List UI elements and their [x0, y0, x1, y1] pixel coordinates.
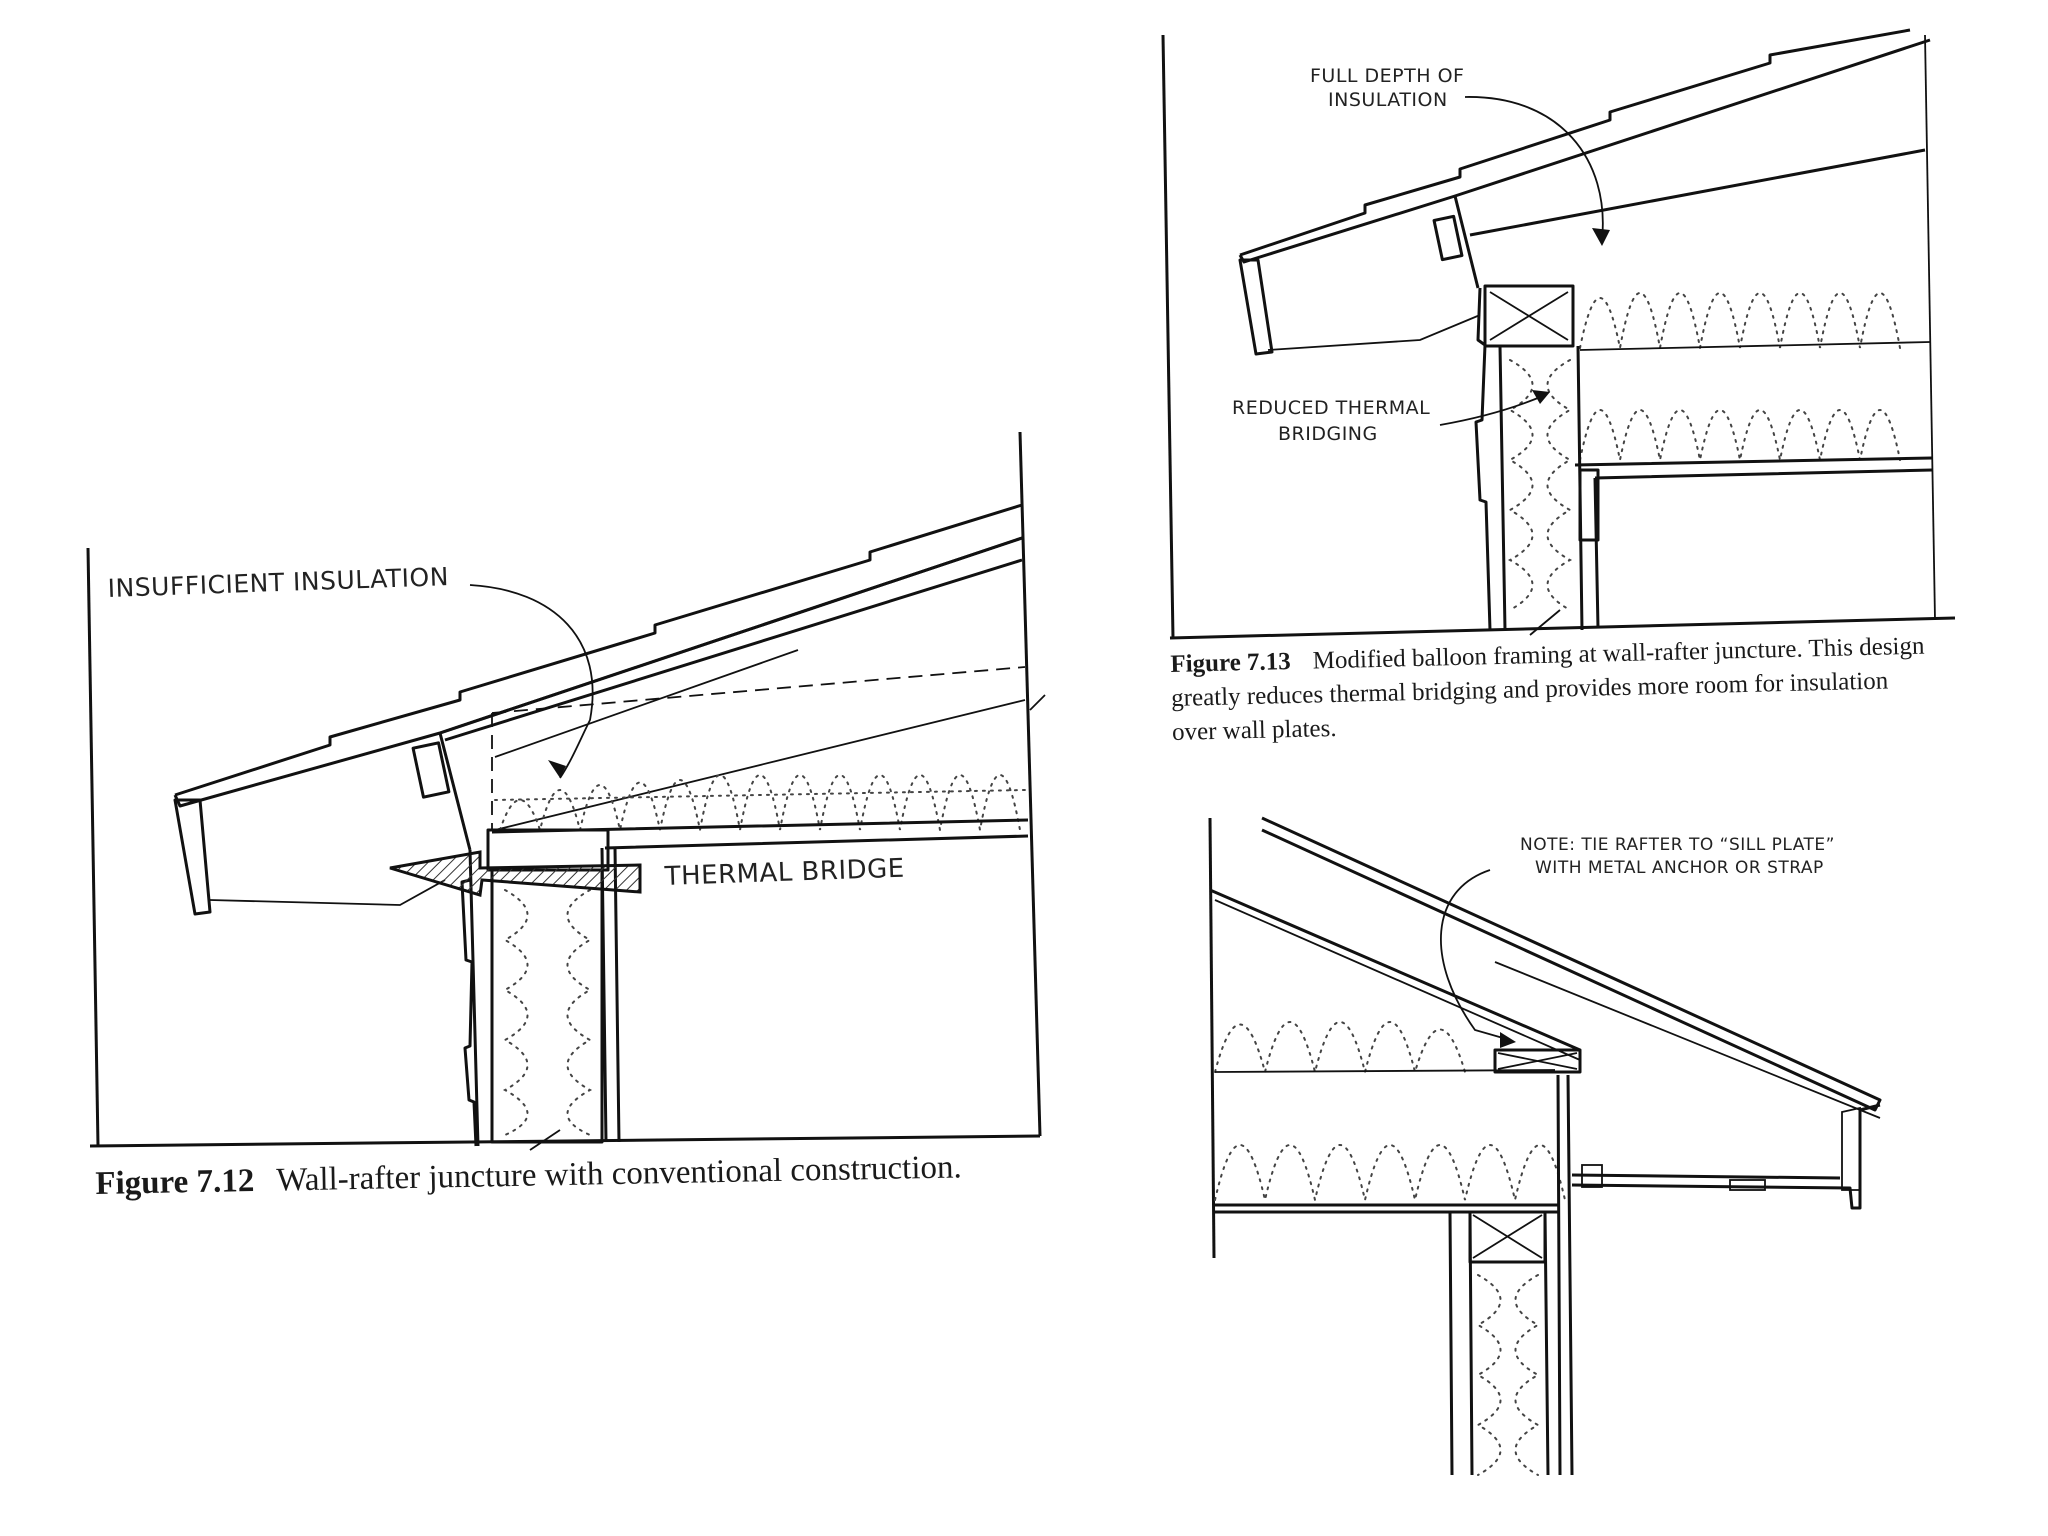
plate-713 — [1483, 284, 1575, 348]
soffit-line — [209, 879, 446, 906]
soffit-vent-detail — [1729, 1179, 1766, 1191]
fascia-board — [173, 798, 212, 916]
insulation-batt-detail — [1214, 1021, 1566, 1201]
full-depth-arrowhead — [1592, 228, 1610, 246]
interior-wall-finish — [600, 847, 621, 1143]
plate-x-713 — [1489, 291, 1569, 341]
reduced-bridging-leader — [1439, 394, 1546, 426]
full-depth-leader — [1464, 96, 1604, 241]
insulation-batt-wall-detail — [1475, 1274, 1541, 1476]
exterior-sheathing-713 — [1474, 287, 1492, 631]
baffle-line — [494, 649, 799, 758]
ceiling-713 — [1574, 456, 1933, 480]
top-plate-x-detail — [1472, 1214, 1543, 1259]
label-thermal-bridge: THERMAL BRIDGE — [663, 854, 905, 892]
left-border-line-detail — [1208, 817, 1216, 1259]
break-mark-right — [1029, 694, 1046, 711]
insulation-batt-wall — [502, 889, 593, 1136]
label-full-depth-line2: INSULATION — [1328, 89, 1448, 111]
insulation-batt-roof-713 — [1579, 292, 1931, 461]
left-border-line — [86, 547, 100, 1147]
break-mark — [529, 1129, 561, 1151]
label-insufficient-insulation: INSUFFICIENT INSULATION — [107, 562, 449, 603]
exterior-sheathing — [460, 849, 480, 1147]
ledger-713 — [1578, 468, 1600, 542]
vent-detail — [1581, 1164, 1603, 1188]
sill-plate-x — [1497, 1052, 1578, 1070]
label-full-depth-line1: FULL DEPTH OF — [1310, 65, 1464, 87]
label-reduced-line1: REDUCED THERMAL — [1232, 397, 1430, 419]
label-note-line2: WITH METAL ANCHOR OR STRAP — [1535, 858, 1824, 878]
thermal-bridge-arrow — [389, 850, 642, 897]
fascia-detail — [1841, 1106, 1861, 1191]
wall-cavity — [490, 868, 604, 1144]
sill-plate — [1493, 1048, 1582, 1074]
right-border-line-713 — [1924, 34, 1936, 621]
insulation-dashed-outline — [491, 666, 1026, 830]
insulation-top-line — [494, 699, 1026, 831]
insufficient-insulation-leader — [469, 584, 594, 779]
diagram-figure-7-13: FULL DEPTH OF INSULATION REDUCED THERMAL… — [1161, 28, 1956, 640]
diagram-rafter-tie-detail: NOTE: TIE RAFTER TO “SILL PLATE” WITH ME… — [1208, 816, 1882, 1476]
fascia-713 — [1238, 258, 1274, 356]
rafter — [438, 536, 1023, 851]
caption-text: Wall-rafter juncture with conventional c… — [275, 1149, 963, 1199]
break-mark-713 — [1529, 609, 1561, 636]
leader-arrowhead — [548, 760, 566, 778]
wall-detail — [1448, 1074, 1574, 1476]
diagram-figure-7-12: INSUFFICIENT INSULATION THERMAL BRIDGE — [86, 431, 1046, 1151]
figure-number: Figure 7.12 — [95, 1162, 255, 1202]
right-border-line — [1018, 431, 1042, 1137]
roof-underside-detail — [1214, 899, 1881, 1119]
top-plate — [486, 828, 610, 872]
note-arrowhead — [1500, 1032, 1516, 1048]
soffit-713 — [1267, 314, 1481, 351]
insulation-batt-wall-713 — [1507, 359, 1573, 611]
label-note-line1: NOTE: TIE RAFTER TO “SILL PLATE” — [1520, 835, 1835, 855]
roof-shingles — [174, 503, 1023, 797]
ceiling-line — [491, 818, 1029, 850]
roof-shingles-713 — [1239, 28, 1911, 257]
ground-line-713 — [1169, 616, 1956, 640]
wall-713 — [1498, 345, 1600, 631]
rafter-713 — [1453, 148, 1926, 289]
vent-block — [411, 741, 451, 799]
reduced-bridging-arrowhead — [1532, 390, 1550, 404]
note-leader — [1440, 869, 1511, 1041]
eave-soffit-detail — [1571, 1103, 1881, 1210]
figure-number: Figure 7.13 — [1170, 648, 1292, 678]
rafter-detail — [1209, 888, 1582, 1065]
left-border-line-713 — [1161, 34, 1175, 639]
label-reduced-line2: BRIDGING — [1278, 423, 1378, 445]
top-plate-detail — [1468, 1210, 1547, 1264]
vent-block-713 — [1432, 214, 1464, 262]
